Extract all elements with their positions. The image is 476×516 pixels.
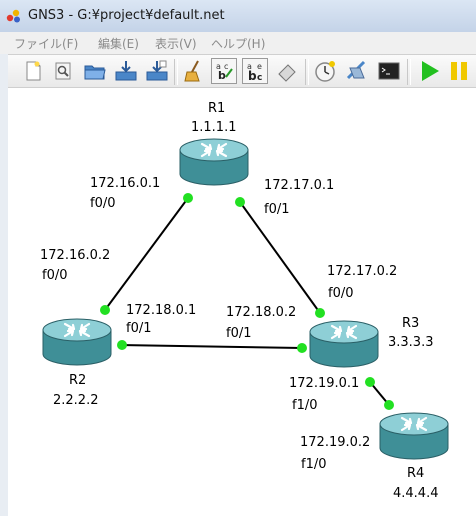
link-status-dot <box>235 197 245 207</box>
interface-name-label: f0/0 <box>90 196 116 211</box>
window-title: GNS3 - G:¥project¥default.net <box>28 8 225 23</box>
interface-ip-label: 172.16.0.1 <box>90 176 161 191</box>
link-r2-r3[interactable] <box>121 344 303 349</box>
interface-name-label: f0/1 <box>126 321 152 336</box>
svg-text:e: e <box>257 62 262 71</box>
router-r2-address: 2.2.2.2 <box>53 393 99 408</box>
interface-name-label: f0/0 <box>42 268 68 283</box>
router-r1-icon[interactable] <box>178 138 250 188</box>
interface-name-label: f1/0 <box>292 398 318 413</box>
open-snapshot-icon[interactable] <box>50 58 76 84</box>
router-r1-address: 1.1.1.1 <box>191 120 237 135</box>
interface-ip-label: 172.17.0.2 <box>327 264 398 279</box>
link-status-dot <box>117 340 127 350</box>
interface-ip-label: 172.19.0.2 <box>300 435 371 450</box>
interface-ip-label: 172.17.0.1 <box>264 178 335 193</box>
svg-text:c: c <box>224 62 228 71</box>
router-r4-icon[interactable] <box>378 412 450 462</box>
link-status-dot <box>297 343 307 353</box>
gns3-logo-icon <box>6 9 20 23</box>
title-bar: GNS3 - G:¥project¥default.net <box>0 0 476 32</box>
router-r3-name: R3 <box>402 316 420 331</box>
router-r3-icon[interactable] <box>308 320 380 370</box>
svg-text:c: c <box>257 73 262 83</box>
link-status-dot <box>384 400 394 410</box>
console-icon[interactable] <box>376 58 402 84</box>
menu-bar: ファイル(F) 編集(E) 表示(V) ヘルプ(H) <box>0 32 476 54</box>
link-status-dot <box>183 193 193 203</box>
link-status-dot <box>365 377 375 387</box>
save-icon[interactable] <box>113 58 139 84</box>
interface-name-label: f0/1 <box>264 202 290 217</box>
pause-icon[interactable] <box>446 58 472 84</box>
router-r2-name: R2 <box>69 373 87 388</box>
link-r1-r2[interactable] <box>104 197 189 311</box>
router-r4-address: 4.4.4.4 <box>393 486 439 501</box>
new-file-icon[interactable] <box>20 58 46 84</box>
toolbar-separator <box>174 59 178 85</box>
link-status-dot <box>315 308 325 318</box>
interface-name-label: f1/0 <box>301 457 327 472</box>
interface-ip-label: 172.16.0.2 <box>40 248 111 263</box>
toolbar-separator <box>305 59 309 85</box>
link-status-dot <box>100 305 110 315</box>
menu-help[interactable]: ヘルプ(H) <box>211 37 266 51</box>
svg-text:b: b <box>218 69 226 82</box>
router-r2-icon[interactable] <box>41 318 113 368</box>
toolbar-separator <box>407 59 411 85</box>
svg-text:a: a <box>216 62 221 71</box>
left-frame <box>0 32 8 516</box>
menu-view[interactable]: 表示(V) <box>155 37 197 51</box>
eraser-icon[interactable] <box>274 58 300 84</box>
interface-name-label: f0/0 <box>328 286 354 301</box>
capture-icon[interactable] <box>344 58 370 84</box>
interface-name-label: f0/1 <box>226 326 252 341</box>
interface-ip-label: 172.19.0.1 <box>289 376 360 391</box>
menu-file[interactable]: ファイル(F) <box>14 37 79 51</box>
save-as-icon[interactable] <box>144 58 170 84</box>
svg-text:b: b <box>248 69 257 83</box>
open-folder-icon[interactable] <box>82 58 108 84</box>
start-icon[interactable] <box>416 58 442 84</box>
clear-broom-icon[interactable] <box>180 58 206 84</box>
svg-text:a: a <box>247 62 252 71</box>
router-r3-address: 3.3.3.3 <box>388 335 434 350</box>
router-r4-name: R4 <box>407 466 425 481</box>
router-r1-name: R1 <box>208 101 226 116</box>
clock-icon[interactable] <box>312 58 338 84</box>
link-r1-r3[interactable] <box>239 201 321 314</box>
interface-ip-label: 172.18.0.1 <box>126 303 197 318</box>
menu-edit[interactable]: 編集(E) <box>98 37 139 51</box>
interface-ip-label: 172.18.0.2 <box>226 305 297 320</box>
